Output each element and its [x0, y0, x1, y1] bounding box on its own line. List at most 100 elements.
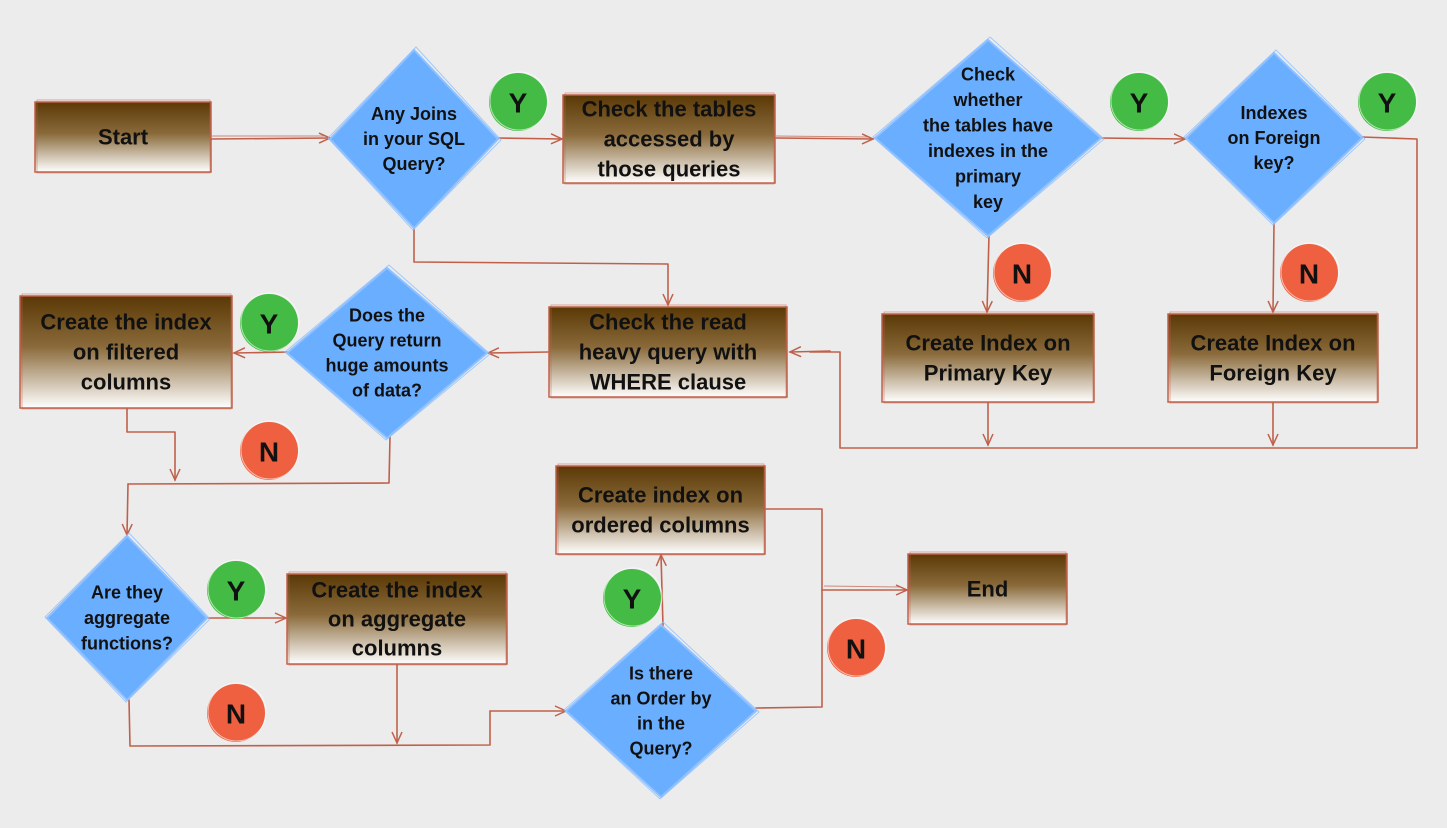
badge-circle: [489, 73, 547, 131]
node-label-line: primary: [955, 166, 1021, 186]
edge-start-to-joins: [211, 132, 332, 144]
badge-circle: [207, 561, 265, 619]
badge-circle: [993, 244, 1051, 302]
edge-check-pk-to-create-pk: [981, 234, 993, 314]
node-create-fk: Create Index on Foreign Key: [1167, 311, 1379, 404]
yes-badge: Y: [1110, 71, 1170, 131]
box-sketch: [550, 304, 787, 399]
diamond-sketch: [872, 36, 1105, 239]
node-label-line: those queries: [597, 157, 740, 182]
edges: [121, 132, 1418, 747]
badge-sketch: [827, 617, 887, 677]
node-label-line: accessed by: [604, 127, 736, 152]
node-label-line: Query?: [382, 154, 445, 174]
box-shape: [881, 313, 1095, 403]
node-label-line: Are they: [91, 583, 163, 603]
badge-circle: [1110, 73, 1168, 131]
edge-order-q-to-ordered-idx: [655, 553, 667, 627]
box-sketch: [36, 99, 211, 174]
box-sketch: [557, 463, 765, 556]
edge-aggregate-q-no: [128, 699, 491, 747]
yes-badge: Y: [1358, 71, 1418, 131]
badge-label: N: [259, 437, 279, 468]
edge-sketch: [823, 585, 901, 588]
diamond-sketch: [44, 532, 211, 703]
yes-badge: Y: [207, 559, 267, 619]
node-label-line: huge amounts: [325, 356, 448, 376]
edge-filtered-down: [126, 408, 181, 482]
diamond-shape: [1184, 51, 1364, 225]
edge-huge-data-to-filtered: [232, 347, 291, 359]
box-shape: [548, 306, 788, 398]
node-label-line: key?: [1253, 153, 1294, 173]
edge-joins-no-to-read-heavy: [413, 227, 674, 307]
edge-fk-yes-loop: [809, 136, 1418, 449]
edge-sketch: [775, 135, 869, 138]
badge-sketch: [207, 559, 267, 619]
no-badge: N: [207, 682, 267, 742]
edge-fk-to-create-fk: [1267, 221, 1279, 314]
node-ordered-idx: Create index on ordered columns: [555, 463, 766, 556]
no-badge: N: [827, 617, 887, 677]
box-sketch: [909, 551, 1067, 626]
diamond-shape: [285, 266, 489, 440]
edge-huge-data-no-down: [127, 436, 391, 485]
badge-label: Y: [509, 88, 528, 119]
badge-circle: [827, 619, 885, 677]
diamond-sketch: [1183, 49, 1366, 226]
node-label-line: Create index on: [578, 483, 743, 508]
badge-label: N: [846, 634, 866, 665]
diamond-shape: [328, 48, 500, 230]
badge-label: N: [1012, 259, 1032, 290]
edge-check-pk-to-fk: [1099, 133, 1187, 145]
badge-sketch: [603, 567, 663, 627]
badge-label: Y: [623, 584, 642, 615]
badge-sketch: [1358, 71, 1418, 131]
node-label-line: Is there: [629, 664, 693, 684]
badge-label: N: [226, 699, 246, 730]
node-label-line: Create the index: [311, 578, 483, 603]
node-label-line: aggregate: [84, 608, 170, 628]
badge-sketch: [240, 292, 300, 352]
node-label-line: on Foreign: [1228, 128, 1321, 148]
node-label-line: columns: [81, 370, 171, 395]
diamond-shape: [873, 38, 1103, 238]
node-label-line: Query return: [332, 331, 441, 351]
node-label-line: Create the index: [40, 310, 212, 335]
diamond-sketch: [327, 46, 502, 231]
node-label-line: indexes in the: [928, 141, 1048, 161]
badge-circle: [240, 422, 298, 480]
node-label-line: Any Joins: [371, 104, 457, 124]
node-label-line: Create Index on: [1190, 331, 1355, 356]
badge-label: Y: [1378, 88, 1397, 119]
node-label-line: End: [967, 577, 1009, 602]
badge-sketch: [1110, 71, 1170, 131]
node-label-line: heavy query with: [579, 340, 758, 365]
node-label-line: key: [973, 192, 1003, 212]
node-label-line: Query?: [629, 739, 692, 759]
no-badge: N: [240, 420, 300, 480]
node-label-line: of data?: [352, 381, 422, 401]
node-label-line: Start: [98, 125, 149, 150]
badge-label: Y: [227, 576, 246, 607]
yes-badge: Y: [240, 292, 300, 352]
diamond-shape: [564, 623, 758, 799]
node-label-line: Foreign Key: [1209, 361, 1337, 386]
edge-joins-to-check-tables: [496, 133, 564, 145]
node-start: Start: [34, 99, 212, 174]
diamond-shape: [45, 534, 209, 702]
diamond-sketch: [563, 621, 760, 800]
node-label-line: ordered columns: [571, 513, 749, 538]
